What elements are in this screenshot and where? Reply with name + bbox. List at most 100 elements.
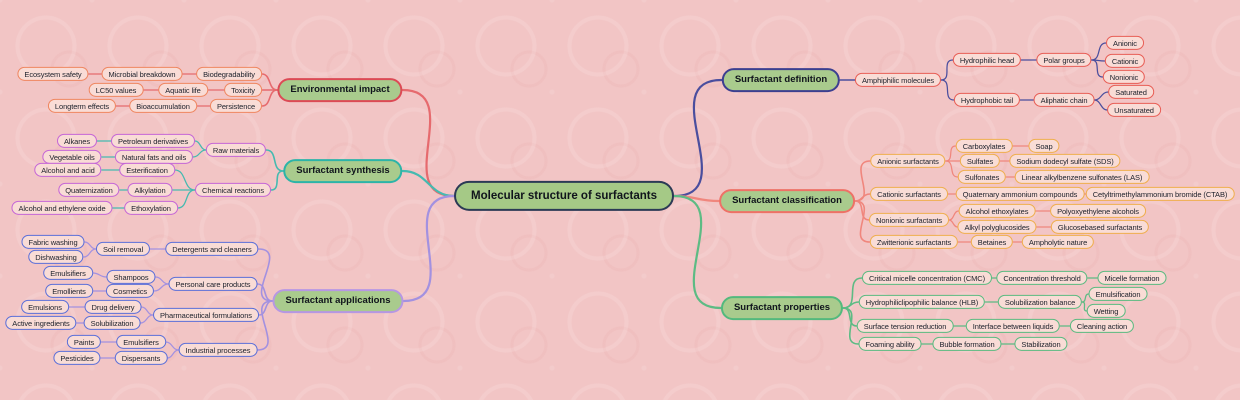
connector-line xyxy=(270,170,285,191)
node-pesticides[interactable]: Pesticides xyxy=(53,350,101,366)
node-bubble-formation[interactable]: Bubble formation xyxy=(932,336,1002,352)
node-quaternary-ammonium-compounds[interactable]: Quaternary ammonium compounds xyxy=(955,186,1085,202)
node-emulsification[interactable]: Emulsification xyxy=(1088,286,1148,302)
node-environmental-impact[interactable]: Environmental impact xyxy=(277,78,403,102)
node-sulfates[interactable]: Sulfates xyxy=(959,153,1001,169)
connector-line xyxy=(83,248,97,258)
node-ethoxylation[interactable]: Ethoxylation xyxy=(124,200,178,216)
connector-line xyxy=(83,241,97,250)
node-emollients[interactable]: Emollients xyxy=(45,283,93,299)
node-saturated[interactable]: Saturated xyxy=(1108,84,1154,100)
node-solubilization[interactable]: Solubilization xyxy=(83,315,141,331)
node-interface-between-liquids[interactable]: Interface between liquids xyxy=(965,318,1061,334)
connector-line xyxy=(256,300,274,351)
node-foaming-ability[interactable]: Foaming ability xyxy=(858,336,922,352)
node-las[interactable]: Linear alkylbenzene sulfonates (LAS) xyxy=(1014,169,1150,185)
node-alcohol-and-ethylene-oxide[interactable]: Alcohol and ethylene oxide xyxy=(11,200,113,216)
node-sulfonates[interactable]: Sulfonates xyxy=(957,169,1007,185)
node-betaines[interactable]: Betaines xyxy=(970,234,1014,250)
connector-line xyxy=(165,341,180,351)
node-lc50-values[interactable]: LC50 values xyxy=(88,82,144,98)
connector-line xyxy=(672,194,723,310)
node-zwitterionic-surfactants[interactable]: Zwitterionic surfactants xyxy=(869,234,959,250)
node-unsaturated[interactable]: Unsaturated xyxy=(1107,102,1161,118)
node-cmc[interactable]: Critical micelle concentration (CMC) xyxy=(861,270,993,286)
node-detergents-and-cleaners[interactable]: Detergents and cleaners xyxy=(165,241,259,257)
node-polar-groups[interactable]: Polar groups xyxy=(1036,52,1092,68)
node-dispersants[interactable]: Dispersants xyxy=(114,350,168,366)
node-biodegradability[interactable]: Biodegradability xyxy=(196,66,262,82)
node-surfactant-synthesis[interactable]: Surfactant synthesis xyxy=(283,159,403,183)
connector-line xyxy=(945,145,957,162)
node-chemical-reactions[interactable]: Chemical reactions xyxy=(195,182,271,198)
connector-line xyxy=(174,169,196,191)
node-cosmetics[interactable]: Cosmetics xyxy=(105,283,155,299)
node-micelle-formation[interactable]: Micelle formation xyxy=(1097,270,1167,286)
node-solubilization-balance[interactable]: Solubilization balance xyxy=(997,294,1083,310)
connector-line xyxy=(261,73,279,91)
node-emulsifiers[interactable]: Emulsifiers xyxy=(43,265,93,281)
node-glucosebased-surfactants[interactable]: Glucosebased surfactants xyxy=(1050,219,1150,235)
connector-line xyxy=(672,78,723,198)
node-drug-delivery[interactable]: Drug delivery xyxy=(84,299,142,315)
node-surfactant-classification[interactable]: Surfactant classification xyxy=(719,189,855,213)
node-cationic[interactable]: Cationic xyxy=(1104,53,1146,69)
node-stabilization[interactable]: Stabilization xyxy=(1014,336,1068,352)
node-soap[interactable]: Soap xyxy=(1028,138,1060,154)
node-raw-materials[interactable]: Raw materials xyxy=(205,142,267,158)
node-central-topic[interactable]: Molecular structure of surfactants xyxy=(454,180,674,212)
node-alkanes[interactable]: Alkanes xyxy=(57,133,97,149)
node-amphiphilic-molecules[interactable]: Amphiphilic molecules xyxy=(854,72,942,88)
node-hlb[interactable]: Hydrophiliclipophilic balance (HLB) xyxy=(858,294,986,310)
node-wetting[interactable]: Wetting xyxy=(1086,303,1126,319)
node-toxicity[interactable]: Toxicity xyxy=(224,82,262,98)
node-pharmaceutical-formulations[interactable]: Pharmaceutical formulations xyxy=(153,307,259,323)
node-anionic[interactable]: Anionic xyxy=(1106,35,1144,51)
node-personal-care-products[interactable]: Personal care products xyxy=(168,276,258,292)
node-anionic-surfactants[interactable]: Anionic surfactants xyxy=(870,153,946,169)
node-soil-removal[interactable]: Soil removal xyxy=(95,241,151,257)
node-ampholytic-nature[interactable]: Ampholytic nature xyxy=(1021,234,1095,250)
node-alkyl-polyglucosides[interactable]: Alkyl polyglucosides xyxy=(957,219,1037,235)
node-fabric-washing[interactable]: Fabric washing xyxy=(21,234,85,250)
node-dishwashing[interactable]: Dishwashing xyxy=(28,249,84,265)
node-persistence[interactable]: Persistence xyxy=(209,98,263,114)
node-polyoxyethylene-alcohols[interactable]: Polyoxyethylene alcohols xyxy=(1050,203,1146,219)
node-aliphatic-chain[interactable]: Aliphatic chain xyxy=(1033,92,1095,108)
node-aquatic-life[interactable]: Aquatic life xyxy=(158,82,208,98)
node-surface-tension-reduction[interactable]: Surface tension reduction xyxy=(856,318,954,334)
node-alkylation[interactable]: Alkylation xyxy=(127,182,173,198)
node-bioaccumulation[interactable]: Bioaccumulation xyxy=(129,98,197,114)
node-concentration-threshold[interactable]: Concentration threshold xyxy=(996,270,1088,286)
node-shampoos[interactable]: Shampoos xyxy=(106,269,156,285)
node-paints[interactable]: Paints xyxy=(66,334,102,350)
node-alcohol-ethoxylates[interactable]: Alcohol ethoxylates xyxy=(958,203,1036,219)
node-surfactant-applications[interactable]: Surfactant applications xyxy=(272,289,404,313)
node-alcohol-and-acid[interactable]: Alcohol and acid xyxy=(34,162,102,178)
node-hydrophilic-head[interactable]: Hydrophilic head xyxy=(952,52,1022,68)
node-ecosystem-safety[interactable]: Ecosystem safety xyxy=(17,66,89,82)
node-cleaning-action[interactable]: Cleaning action xyxy=(1069,318,1135,334)
node-carboxylates[interactable]: Carboxylates xyxy=(955,138,1013,154)
node-nonionic-surfactants[interactable]: Nonionic surfactants xyxy=(869,212,949,228)
node-nonionic[interactable]: Nonionic xyxy=(1102,69,1146,85)
node-quaternization[interactable]: Quaternization xyxy=(58,182,120,198)
node-industrial-processes[interactable]: Industrial processes xyxy=(178,342,258,358)
node-surfactant-definition[interactable]: Surfactant definition xyxy=(721,68,841,92)
connector-line xyxy=(194,140,207,151)
node-microbial-breakdown[interactable]: Microbial breakdown xyxy=(101,66,183,82)
node-emulsifiers-industrial[interactable]: Emulsifiers xyxy=(116,334,166,350)
connector-line xyxy=(257,248,274,302)
node-petroleum-derivatives[interactable]: Petroleum derivatives xyxy=(110,133,196,149)
node-ctab[interactable]: Cetyltrimethylammonium bromide (CTAB) xyxy=(1085,186,1235,202)
node-surfactant-properties[interactable]: Surfactant properties xyxy=(720,296,844,320)
node-sds[interactable]: Sodium dodecyl sulfate (SDS) xyxy=(1009,153,1121,169)
node-hydrophobic-tail[interactable]: Hydrophobic tail xyxy=(953,92,1021,108)
node-active-ingredients[interactable]: Active ingredients xyxy=(5,315,77,331)
connector-line xyxy=(265,149,285,172)
node-cationic-surfactants[interactable]: Cationic surfactants xyxy=(870,186,948,202)
node-longterm-effects[interactable]: Longterm effects xyxy=(47,98,117,114)
connector-line xyxy=(1091,42,1107,61)
node-emulsions[interactable]: Emulsions xyxy=(21,299,69,315)
node-esterification[interactable]: Esterification xyxy=(119,162,175,178)
